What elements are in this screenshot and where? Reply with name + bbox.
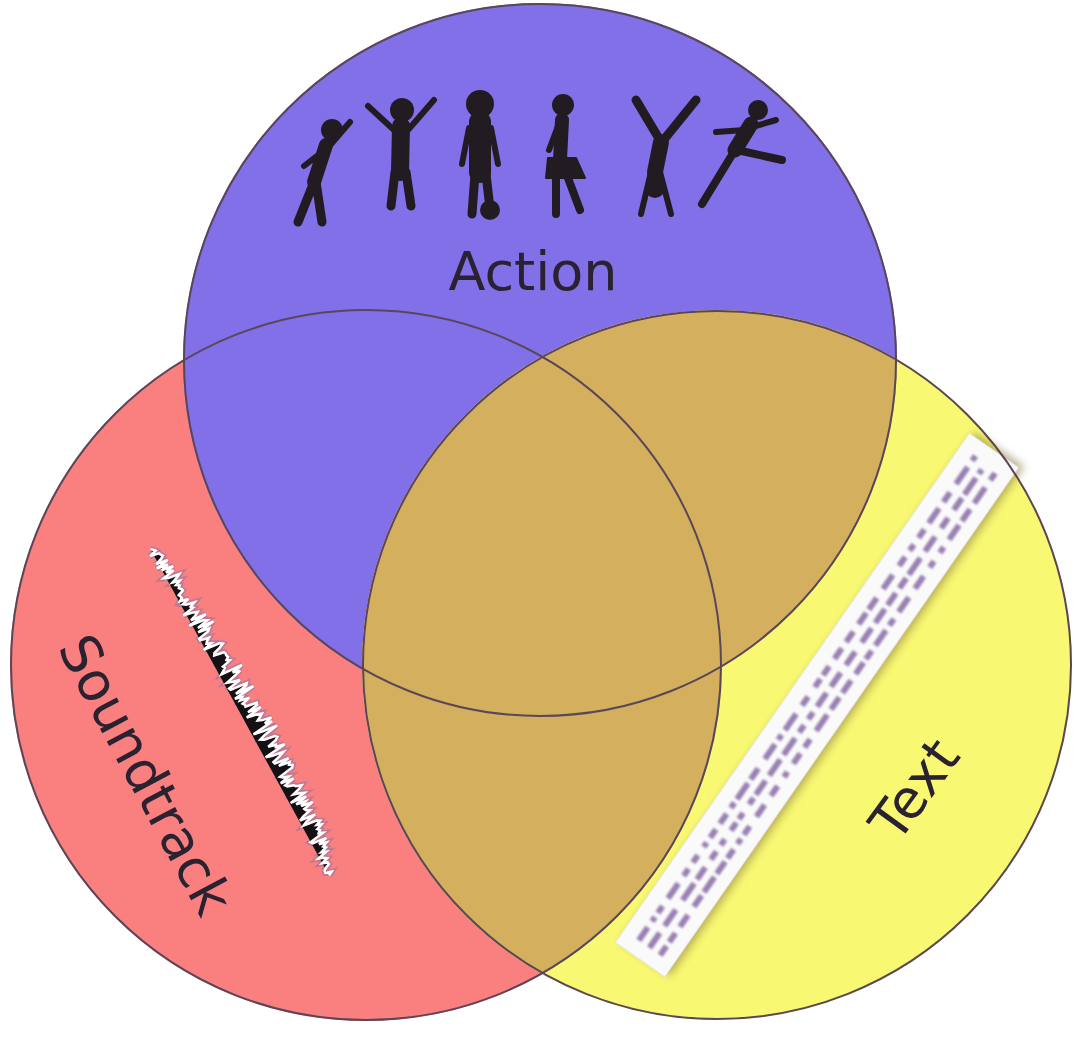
venn-circle: Text — [362, 310, 1072, 1020]
circle-label: Text — [861, 730, 969, 850]
circle-outline — [362, 310, 1072, 1020]
venn-circle: Action — [183, 3, 897, 717]
label-holder: Text — [861, 730, 969, 850]
circle-outline — [183, 3, 897, 717]
children-silhouettes — [298, 90, 782, 222]
blurred-text-marks — [636, 454, 999, 957]
circle-label: Soundtrack — [49, 627, 241, 924]
venn-circle: Soundtrack — [10, 309, 722, 1021]
action-fill — [183, 3, 897, 717]
overlap-fill — [10, 3, 897, 1021]
label-holder: Action — [448, 245, 617, 299]
text-strip — [615, 430, 1024, 979]
circle-label: Action — [448, 245, 617, 299]
label-holder: Soundtrack — [49, 627, 241, 924]
